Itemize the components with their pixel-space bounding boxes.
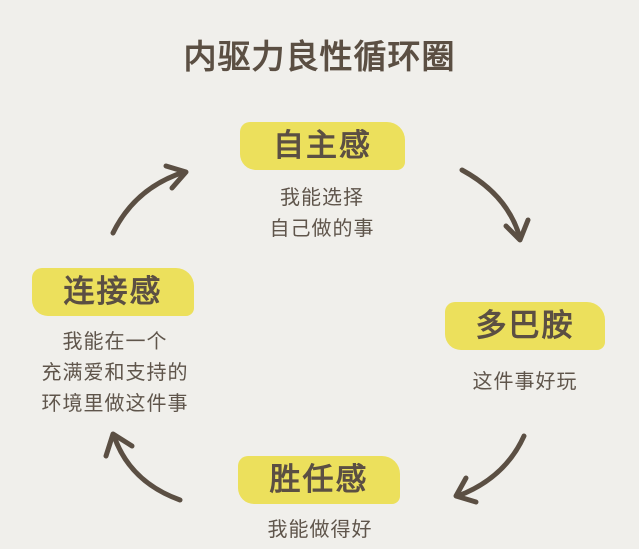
- page-title: 内驱力良性循环圈: [183, 37, 456, 76]
- node-autonomy-label: 自主感: [240, 122, 405, 170]
- desc-line: 我能做得好: [267, 517, 373, 541]
- node-dopamine-desc: 这件事好玩: [425, 366, 625, 397]
- node-dopamine-label: 多巴胺: [445, 302, 605, 350]
- arrow-autonomy-to-dopamine-icon: [459, 167, 531, 243]
- desc-line: 我能在一个: [62, 329, 168, 353]
- node-autonomy-desc: 我能选择 自己做的事: [222, 182, 422, 244]
- node-connection-desc: 我能在一个 充满爱和支持的 环境里做这件事: [15, 326, 215, 419]
- desc-line: 这件事好玩: [472, 369, 578, 393]
- arrow-connection-to-autonomy-icon: [110, 163, 189, 236]
- desc-line: 自己做的事: [269, 216, 375, 240]
- desc-line: 充满爱和支持的: [41, 360, 189, 384]
- node-competence-desc: 我能做得好: [220, 514, 420, 545]
- node-connection-label: 连接感: [32, 268, 194, 316]
- arrow-dopamine-to-competence-icon: [453, 433, 527, 505]
- desc-line: 我能选择: [280, 185, 364, 209]
- desc-line: 环境里做这件事: [41, 391, 189, 415]
- arrow-competence-to-connection-icon: [103, 431, 183, 503]
- node-competence-label: 胜任感: [238, 456, 400, 504]
